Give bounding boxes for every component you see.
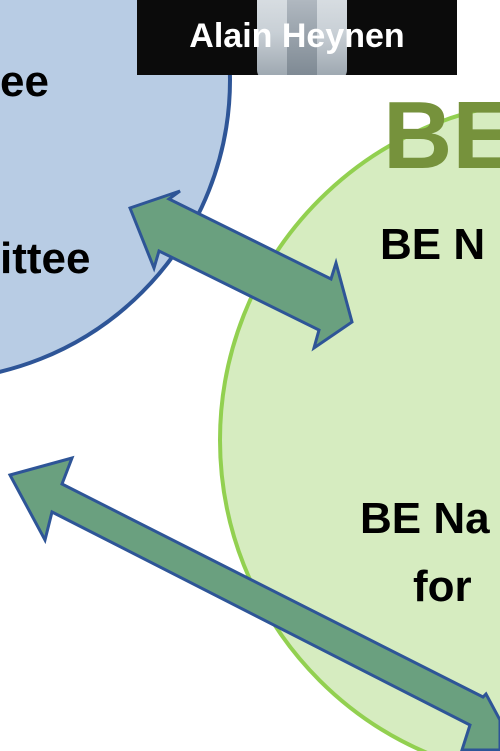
right-circle-line-1: BE N: [380, 220, 486, 269]
left-circle: [0, 0, 232, 374]
left-circle-text-middle: ittee: [0, 234, 91, 283]
lower-double-arrow: [7, 455, 500, 751]
speaker-photo: Alain Heynen: [137, 0, 457, 75]
photo-caption-text: Alain Heynen: [189, 17, 405, 55]
right-circle-line-2: BE Na: [360, 494, 490, 543]
person-tie: [287, 0, 317, 75]
left-circle-text-top: ee: [0, 57, 49, 106]
right-circle-title: BE: [383, 82, 500, 189]
right-circle-line-3: for: [413, 562, 472, 611]
upper-double-arrow: [128, 189, 354, 352]
